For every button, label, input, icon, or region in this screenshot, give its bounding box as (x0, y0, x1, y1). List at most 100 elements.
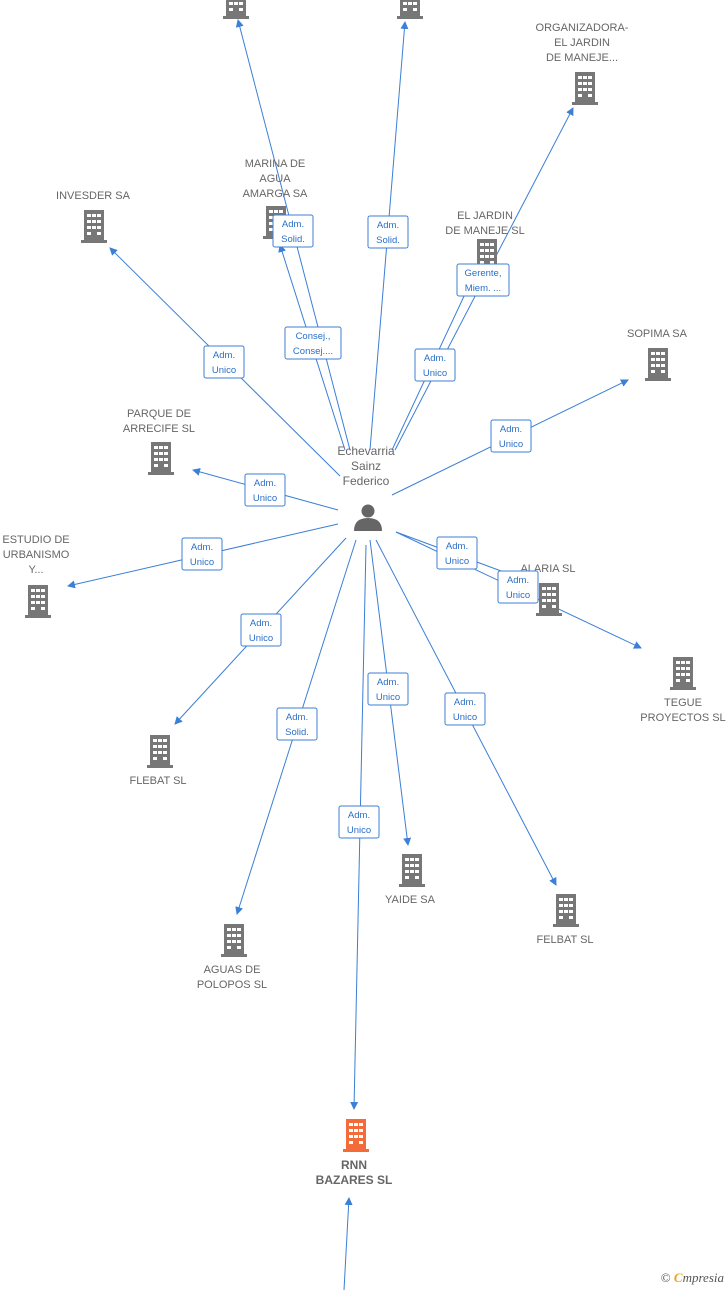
edge-label-box (284, 326, 342, 360)
edge-label-text: Adm. (377, 220, 399, 231)
company-node-sopima[interactable]: SOPIMA SA (627, 328, 688, 381)
edge-label-flebat[interactable]: Adm.Unico (240, 613, 282, 647)
edge-label-felbat[interactable]: Adm.Unico (444, 692, 486, 726)
edge-label-top-mid[interactable]: Adm.Solid. (367, 215, 409, 249)
edge-label-text: Adm. (424, 353, 446, 364)
edge-label-box (272, 214, 314, 248)
edge-label-text: Solid. (285, 727, 309, 738)
company-label: PROYECTOS SL (640, 712, 725, 724)
edge-label-sopima[interactable]: Adm.Unico (490, 419, 532, 453)
building-icon (25, 585, 51, 618)
building-icon (553, 894, 579, 927)
edge-label-organizadora[interactable]: Adm. Unico (414, 348, 456, 382)
edge-label-box (456, 263, 510, 297)
company-node-tegue[interactable]: TEGUE PROYECTOS SL (640, 657, 726, 724)
edge-label-text: Adm. (500, 424, 522, 435)
building-icon (148, 442, 174, 475)
edge-label-box (367, 215, 409, 249)
company-label: DE MANEJE SL (445, 225, 524, 237)
edge-label-box (490, 419, 532, 453)
company-label: POLOPOS SL (197, 979, 267, 991)
company-label: YAIDE SA (385, 894, 436, 906)
edge-label-box (497, 570, 539, 604)
company-label: MARINA DE (245, 158, 306, 170)
company-label: FLEBAT SL (129, 775, 186, 787)
edge-line-incoming (343, 1197, 353, 1290)
company-label: ARRECIFE SL (123, 423, 195, 435)
edge-label-text: Gerente, (465, 268, 502, 279)
company-label: FELBAT SL (536, 934, 593, 946)
company-node-top-mid[interactable] (397, 0, 423, 19)
building-icon (645, 348, 671, 381)
building-icon (343, 1119, 369, 1152)
edge-label-box (414, 348, 456, 382)
company-label: DE MANEJE... (546, 52, 618, 64)
edge-label-box (436, 536, 478, 570)
company-label: TEGUE (664, 697, 702, 709)
edge-label-top-left[interactable]: Adm.Solid. (272, 214, 314, 248)
edge-label-marina[interactable]: Consej.,Consej.... (284, 326, 342, 360)
edge-label-parque[interactable]: Adm. Unico (244, 473, 286, 507)
building-icon (397, 0, 423, 19)
edge-label-box (444, 692, 486, 726)
edge-label-box (203, 345, 245, 379)
edge-label-aguas[interactable]: Adm. Solid. (276, 707, 318, 741)
edge-labels-layer: Adm.Solid.Adm.Solid.Adm.UnicoAdm.UnicoCo… (181, 214, 539, 839)
company-label: PARQUE DE (127, 408, 191, 420)
company-label: EL JARDIN (457, 210, 513, 222)
edge-label-box (244, 473, 286, 507)
company-label: Y... (28, 564, 43, 576)
building-icon (572, 72, 598, 105)
edge-label-estudio[interactable]: Adm. Unico (181, 537, 223, 571)
company-node-flebat[interactable]: FLEBAT SL (129, 735, 187, 787)
empresia-watermark: © Cmpresia (661, 1270, 724, 1286)
edge-label-text: Adm. (250, 618, 272, 629)
company-label: BAZARES SL (316, 1173, 393, 1187)
building-icon (536, 583, 562, 616)
edge-label-text: Solid. (281, 234, 305, 245)
company-node-invesder[interactable]: INVESDER SA (56, 190, 131, 243)
company-node-yaide[interactable]: YAIDE SA (385, 854, 436, 906)
edge-label-text: Adm. (446, 541, 468, 552)
building-icon (670, 657, 696, 690)
company-label: AGUA (259, 173, 291, 185)
company-node-felbat[interactable]: FELBAT SL (536, 894, 594, 946)
company-node-jardin[interactable]: EL JARDIN DE MANEJE SL (445, 210, 525, 272)
edge-label-tegue[interactable]: Adm.Unico (497, 570, 539, 604)
edge-label-box (367, 672, 409, 706)
edge-label-text: Unico (212, 365, 236, 376)
company-label: SOPIMA SA (627, 328, 688, 340)
company-label: RNN (341, 1158, 367, 1172)
building-icon (399, 854, 425, 887)
edge-label-text: Unico (190, 557, 214, 568)
building-icon (223, 0, 249, 19)
edge-label-text: Adm. (286, 712, 308, 723)
edge-label-jardin[interactable]: Gerente,Miem. ... (456, 263, 510, 297)
company-label: ORGANIZADORA- (536, 22, 629, 34)
edge-label-text: Unico (423, 368, 447, 379)
edge-label-alaria[interactable]: Adm.Unico (436, 536, 478, 570)
copyright-symbol: © (660, 1270, 671, 1285)
edge-label-text: Adm. (213, 350, 235, 361)
edge-label-rnn[interactable]: Adm.Unico (338, 805, 380, 839)
edge-label-text: Adm. (254, 478, 276, 489)
watermark-initial: C (673, 1270, 683, 1285)
edge-label-text: Unico (253, 493, 277, 504)
edge-label-box (276, 707, 318, 741)
edge-label-invesder[interactable]: Adm. Unico (203, 345, 245, 379)
person-label: Federico (343, 474, 390, 488)
edge-label-text: Adm. (191, 542, 213, 553)
company-node-estudio[interactable]: ESTUDIO DEURBANISMOY... (2, 534, 70, 618)
company-node-top-left[interactable] (223, 0, 249, 19)
edge-label-yaide[interactable]: Adm.Unico (367, 672, 409, 706)
edge-label-text: Unico (453, 712, 477, 723)
edge-label-box (181, 537, 223, 571)
company-node-parque[interactable]: PARQUE DE ARRECIFE SL (123, 408, 195, 475)
person-label: Echevarria (337, 444, 395, 458)
